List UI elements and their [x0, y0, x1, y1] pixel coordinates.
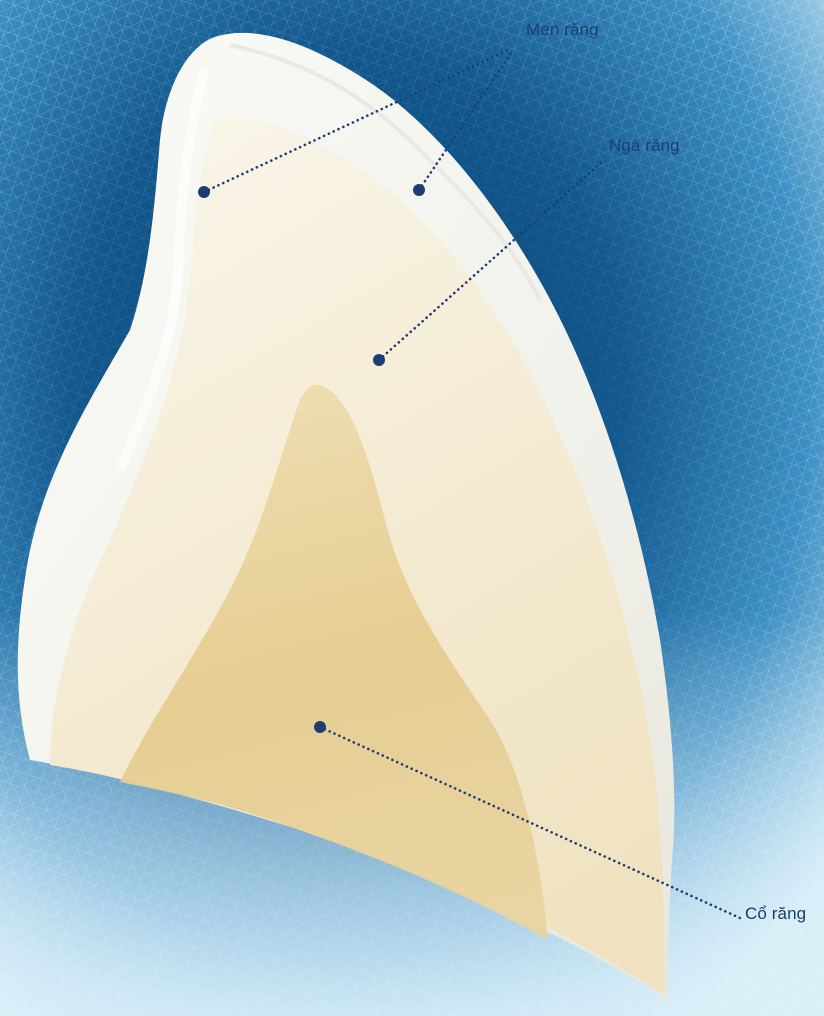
marker-dentin [373, 354, 385, 366]
marker-neck [314, 721, 326, 733]
label-dentin: Ngà răng [609, 136, 680, 156]
label-neck: Cổ răng [745, 904, 806, 924]
marker-enamel-right [413, 184, 425, 196]
label-enamel: Men răng [526, 20, 599, 40]
marker-enamel-left [198, 186, 210, 198]
